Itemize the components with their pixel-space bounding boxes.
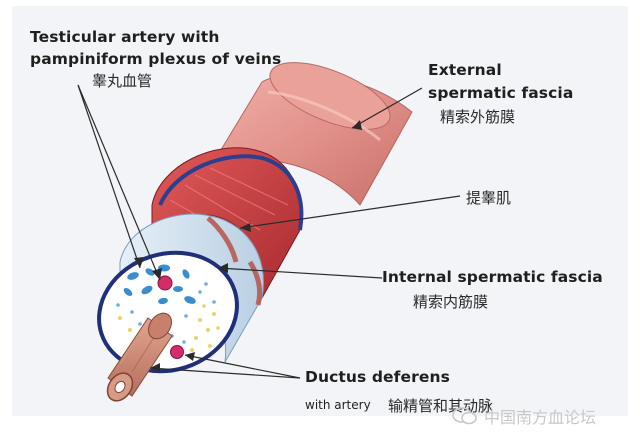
leader-arrowheads <box>134 120 362 372</box>
ductus-deferens-tube <box>106 312 173 402</box>
label-testicular-artery-cn: 睾丸血管 <box>92 72 153 90</box>
label-external-line1: External <box>428 61 502 79</box>
label-external-cn: 精索外筋膜 <box>440 108 516 126</box>
testicular-artery-dot <box>157 275 173 291</box>
leader-testicular-artery <box>77 84 161 281</box>
label-ductus-en: Ductus deferens <box>305 368 450 386</box>
leader-internal-fascia <box>217 267 383 279</box>
leader-external-fascia <box>351 87 423 129</box>
leader-lines <box>77 84 461 379</box>
leader-testicular-veins <box>77 84 141 269</box>
label-testicular-artery-line2: pampiniform plexus of veins <box>30 50 282 68</box>
watermark-text: 中国南方血论坛 <box>484 408 597 427</box>
connective-tissue-speckles <box>118 304 220 352</box>
watermark: 中国南方血论坛 <box>452 404 596 428</box>
label-cremaster-cn: 提睾肌 <box>466 189 512 207</box>
label-internal-cn: 精索内筋膜 <box>413 293 489 311</box>
label-external-line2: spermatic fascia <box>428 84 574 102</box>
wechat-icon <box>452 407 477 425</box>
label-ductus-cn: 输精管和其动脉 <box>388 397 494 415</box>
label-internal-en: Internal spermatic fascia <box>382 268 603 286</box>
lymphatic-speckles <box>116 282 216 344</box>
label-testicular-artery-line1: Testicular artery with <box>30 28 220 46</box>
leader-cremaster <box>239 195 461 229</box>
deferential-artery-dot <box>170 345 184 359</box>
leader-ductus <box>149 367 301 379</box>
leader-ductus-artery <box>184 354 301 379</box>
label-ductus-sub: with artery <box>305 398 371 412</box>
